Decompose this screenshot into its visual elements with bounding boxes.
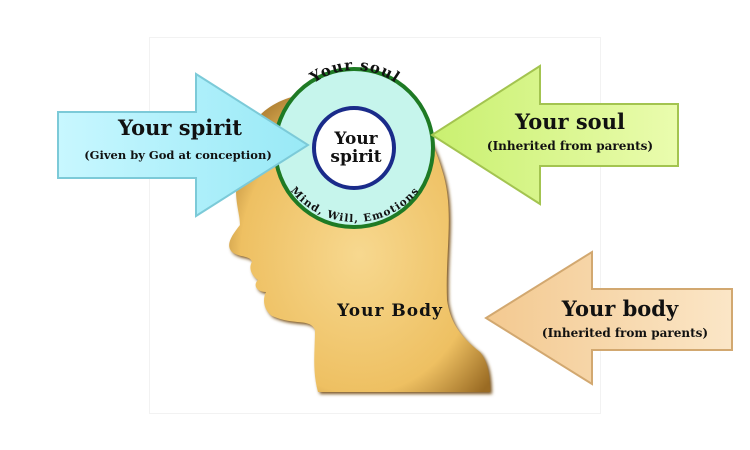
spirit-circle-line2: spirit: [330, 147, 382, 167]
body-arrow-title: Your body: [561, 296, 679, 321]
soul-arrow: [430, 64, 679, 206]
soul-arrow-title: Your soul: [515, 109, 625, 134]
body-arrow-subtitle: (Inherited from parents): [541, 326, 709, 340]
spirit-circle-text: Your spirit: [318, 130, 394, 166]
spirit-arrow-subtitle: (Given by God at conception): [84, 148, 272, 162]
spirit-circle: [312, 106, 396, 190]
head-body-label: Your Body: [337, 301, 443, 321]
body-arrow: [484, 250, 733, 386]
spirit-arrow-title: Your spirit: [117, 115, 243, 140]
soul-arrow-subtitle: (Inherited from parents): [486, 139, 654, 153]
spirit-arrow: [57, 72, 310, 218]
spirit-circle-line1: Your: [334, 129, 378, 149]
